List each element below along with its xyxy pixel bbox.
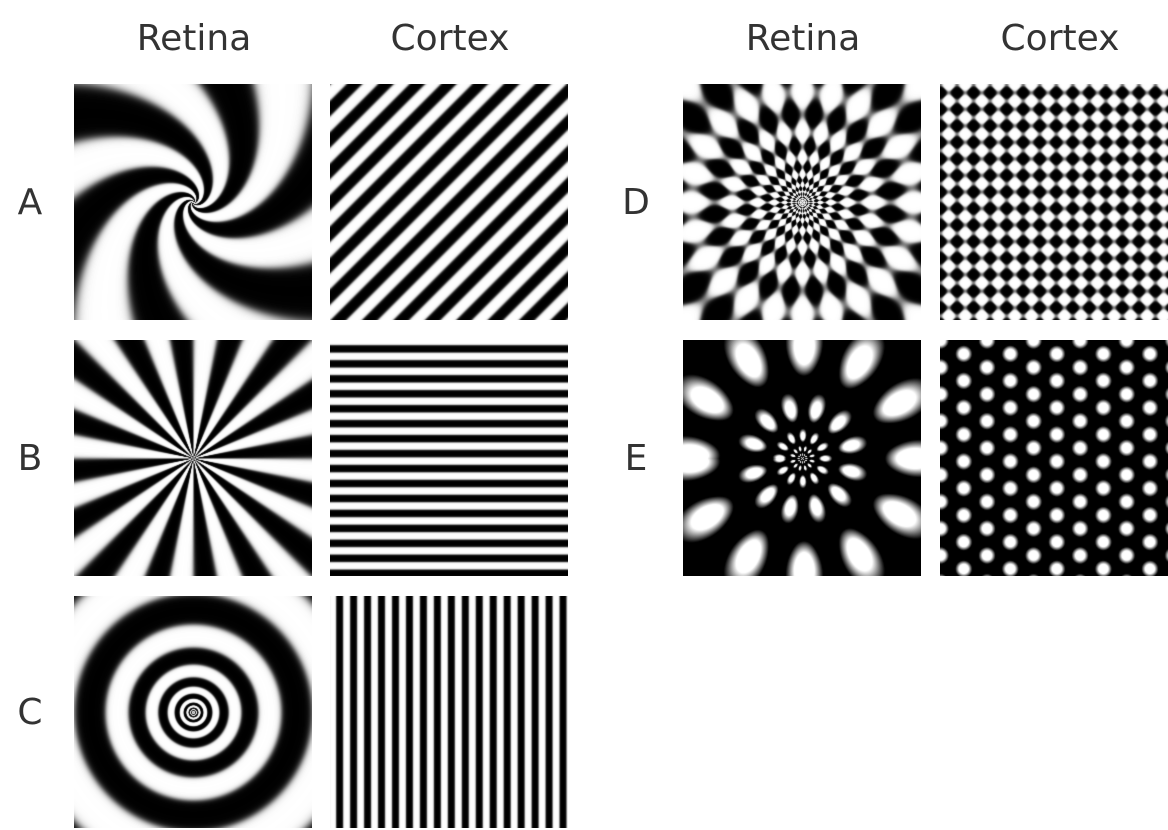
cortex-dot-lattice-panel-e [940, 340, 1168, 576]
cortex-vertical-stripes-panel-c [330, 596, 568, 828]
retina-spiral-panel-a [74, 84, 312, 320]
retina-radial-rays-panel-b [74, 340, 312, 576]
row-label-e: E [606, 438, 666, 479]
cortex-horizontal-stripes-panel-b [330, 340, 568, 576]
header-left-cortex: Cortex [330, 14, 570, 64]
row-label-c: C [0, 692, 60, 733]
cortex-diagonal-stripes-panel-a [330, 84, 568, 320]
retina-dot-lattice-panel-e [683, 340, 921, 576]
row-label-b: B [0, 438, 60, 479]
header-left-retina: Retina [74, 14, 314, 64]
row-label-a: A [0, 182, 60, 223]
header-right-cortex: Cortex [940, 14, 1168, 64]
retina-checkerboard-panel-d [683, 84, 921, 320]
retina-concentric-rings-panel-c [74, 596, 312, 828]
row-label-d: D [606, 182, 666, 223]
cortex-checkerboard-panel-d [940, 84, 1168, 320]
header-right-retina: Retina [683, 14, 923, 64]
